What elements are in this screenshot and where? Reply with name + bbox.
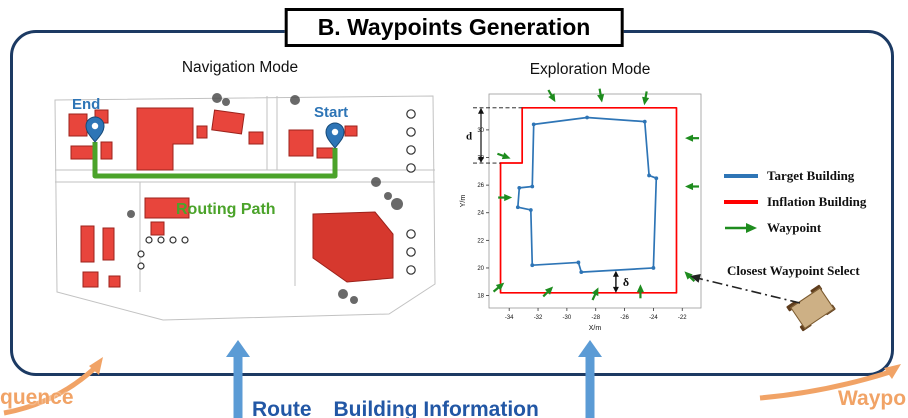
sequence-caption: quence	[0, 386, 74, 409]
exploration-mode-heading: Exploration Mode	[529, 61, 651, 78]
legend-item-target-building: Target Building	[724, 168, 866, 184]
closest-waypoint-select-label: Closest Waypoint Select	[727, 263, 860, 278]
buildings	[68, 107, 394, 288]
inflation-building-line-icon	[724, 200, 758, 204]
figure-title: B. Waypoints Generation	[284, 8, 624, 47]
svg-text:-30: -30	[563, 315, 572, 321]
svg-text:-28: -28	[591, 315, 600, 321]
waypoint-arrow-icon	[725, 223, 757, 233]
legend-label: Target Building	[767, 168, 855, 183]
route-building-caption: Route Building Information	[252, 398, 539, 418]
routing-path-label: Routing Path	[176, 201, 276, 218]
exploration-chart: -34-32-30-28-26-24-2218202224262830X/mY/…	[460, 88, 702, 332]
trees	[127, 93, 403, 304]
svg-text:24: 24	[477, 211, 484, 217]
target-building-line-icon	[724, 174, 758, 178]
end-label: End	[72, 96, 101, 113]
svg-text:-34: -34	[505, 315, 514, 321]
svg-text:d: d	[466, 130, 472, 142]
svg-text:-32: -32	[534, 315, 543, 321]
svg-text:20: 20	[477, 266, 484, 272]
svg-text:-24: -24	[649, 315, 658, 321]
svg-text:X/m: X/m	[589, 325, 602, 332]
legend-item-waypoint: Waypoint	[724, 220, 866, 236]
dot-markers	[137, 109, 416, 275]
svg-text:26: 26	[477, 183, 484, 189]
end-pin-icon	[85, 116, 105, 143]
svg-text:δ: δ	[623, 275, 629, 289]
chart-legend: Target Building Inflation Building Waypo…	[724, 168, 866, 236]
navigation-map	[54, 93, 436, 321]
waypoints-caption: Waypo	[838, 387, 907, 410]
legend-label: Waypoint	[767, 220, 822, 235]
route-caption: Route	[252, 398, 312, 418]
legend-item-inflation-building: Inflation Building	[724, 194, 866, 210]
navigation-mode-heading: Navigation Mode	[181, 59, 299, 76]
svg-text:-26: -26	[620, 315, 629, 321]
routing-path-line	[92, 142, 338, 179]
svg-text:18: 18	[477, 294, 484, 300]
start-label: Start	[314, 104, 349, 121]
legend-label: Inflation Building	[767, 194, 867, 209]
svg-text:-22: -22	[678, 315, 687, 321]
svg-text:22: 22	[477, 238, 484, 244]
start-pin-icon	[325, 122, 345, 149]
svg-text:Y/m: Y/m	[460, 195, 467, 208]
building-information-caption: Building Information	[333, 398, 539, 418]
